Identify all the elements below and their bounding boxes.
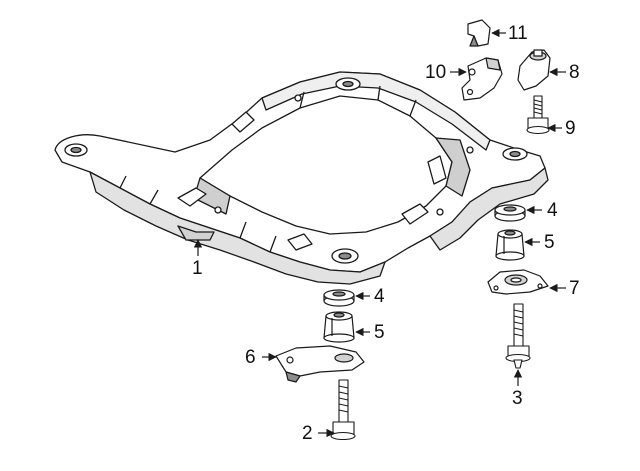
part-3-bolt bbox=[506, 304, 530, 368]
callout-5-upper: 5 bbox=[544, 232, 555, 253]
callout-7: 7 bbox=[569, 278, 580, 299]
part-6-stopper-plate bbox=[276, 346, 364, 382]
leader-lines bbox=[193, 28, 566, 438]
part-4-cushion-lower bbox=[324, 290, 354, 306]
part-4-cushion-upper bbox=[495, 205, 525, 221]
callout-3: 3 bbox=[512, 388, 523, 409]
callout-8: 8 bbox=[569, 62, 580, 83]
part-5-bushing-lower bbox=[324, 312, 354, 342]
part-2-bolt bbox=[331, 380, 355, 440]
callout-5-lower: 5 bbox=[374, 322, 385, 343]
part-10-bracket bbox=[462, 58, 502, 100]
part-5-bushing-upper bbox=[496, 230, 524, 260]
callout-11: 11 bbox=[508, 23, 528, 44]
callout-4-lower: 4 bbox=[374, 286, 385, 307]
part-9-bolt bbox=[527, 96, 549, 134]
part-7-plate bbox=[488, 270, 548, 294]
callout-1: 1 bbox=[192, 258, 203, 279]
callout-4-upper: 4 bbox=[547, 200, 558, 221]
callout-6: 6 bbox=[245, 347, 256, 368]
part-11-bracket bbox=[468, 20, 490, 46]
callout-2: 2 bbox=[302, 423, 313, 444]
part-8-mount bbox=[518, 50, 550, 90]
subframe-crossmember bbox=[55, 72, 548, 284]
callout-10: 10 bbox=[425, 62, 447, 83]
callout-9: 9 bbox=[565, 118, 576, 139]
